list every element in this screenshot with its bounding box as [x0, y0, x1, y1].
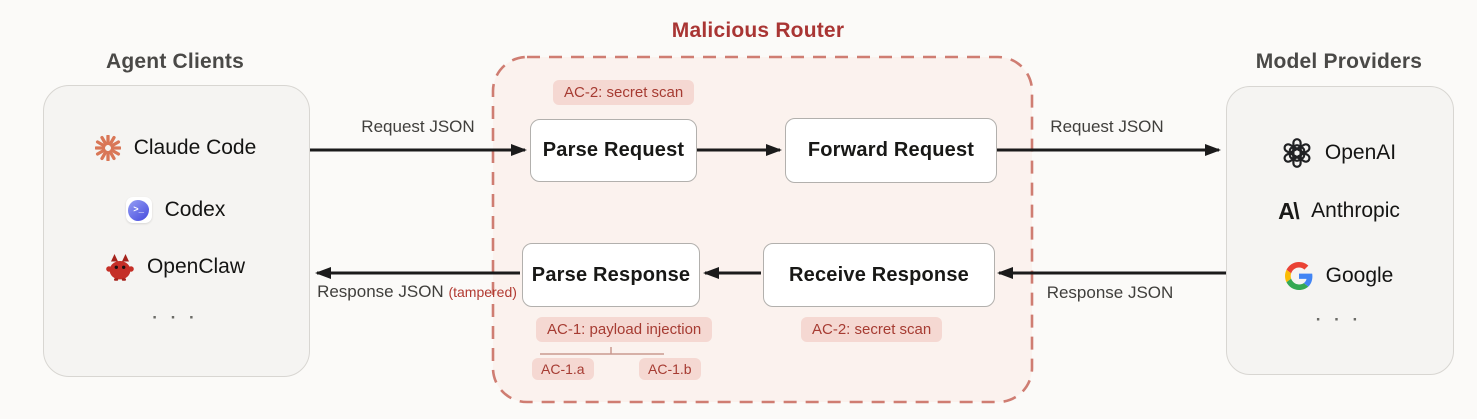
agent-clients-title: Agent Clients	[106, 50, 244, 73]
codex-terminal-icon: >_	[125, 197, 152, 223]
openai-logo-icon	[1283, 138, 1311, 168]
label-response-json-right: Response JSON	[1046, 283, 1174, 302]
client-label-openclaw: OpenClaw	[146, 255, 246, 278]
label-tampered-suffix: (tampered)	[448, 284, 517, 300]
provider-label-google: Google	[1325, 264, 1394, 287]
provider-row-google: Google	[1226, 262, 1452, 290]
badge-ac2-secret-scan-request: AC-2: secret scan	[553, 80, 695, 105]
openclaw-crab-icon	[106, 254, 134, 281]
badge-ac1-payload-injection: AC-1: payload injection	[536, 317, 713, 342]
node-forward-request: Forward Request	[785, 118, 997, 183]
ac1-tree-connector	[540, 347, 664, 355]
badge-ac1a: AC-1.a	[532, 358, 594, 380]
malicious-router-title: Malicious Router	[671, 19, 845, 42]
badge-ac2-secret-scan-response: AC-2: secret scan	[801, 317, 943, 342]
model-providers-title: Model Providers	[1255, 50, 1423, 73]
provider-label-openai: OpenAI	[1324, 141, 1397, 164]
malicious-router-dashed-boundary	[491, 55, 1034, 404]
label-request-json-right: Request JSON	[1050, 117, 1164, 136]
model-providers-panel	[1226, 86, 1454, 375]
claude-starburst-icon	[94, 135, 121, 161]
label-response-json-left-text: Response JSON	[317, 282, 444, 301]
client-row-claude-code: Claude Code	[43, 135, 308, 161]
anthropic-logo-icon: A\	[1278, 197, 1300, 224]
node-parse-response: Parse Response	[522, 243, 700, 307]
provider-row-anthropic: A\ Anthropic	[1226, 199, 1452, 223]
model-providers-ellipsis: · · ·	[1315, 310, 1363, 329]
client-row-codex: >_ Codex	[43, 197, 308, 223]
node-receive-response: Receive Response	[763, 243, 995, 307]
client-row-openclaw: OpenClaw	[43, 253, 308, 281]
client-label-codex: Codex	[164, 198, 226, 221]
provider-label-anthropic: Anthropic	[1311, 199, 1400, 222]
badge-ac1b: AC-1.b	[639, 358, 701, 380]
google-g-icon	[1284, 262, 1313, 290]
agent-clients-panel	[43, 85, 310, 377]
label-request-json-left: Request JSON	[361, 117, 475, 136]
label-response-json-tampered: Response JSON (tampered)	[267, 282, 567, 302]
provider-row-openai: OpenAI	[1226, 138, 1452, 168]
agent-clients-ellipsis: · · ·	[152, 308, 199, 327]
node-parse-request: Parse Request	[530, 119, 697, 182]
client-label-claude-code: Claude Code	[133, 136, 257, 159]
